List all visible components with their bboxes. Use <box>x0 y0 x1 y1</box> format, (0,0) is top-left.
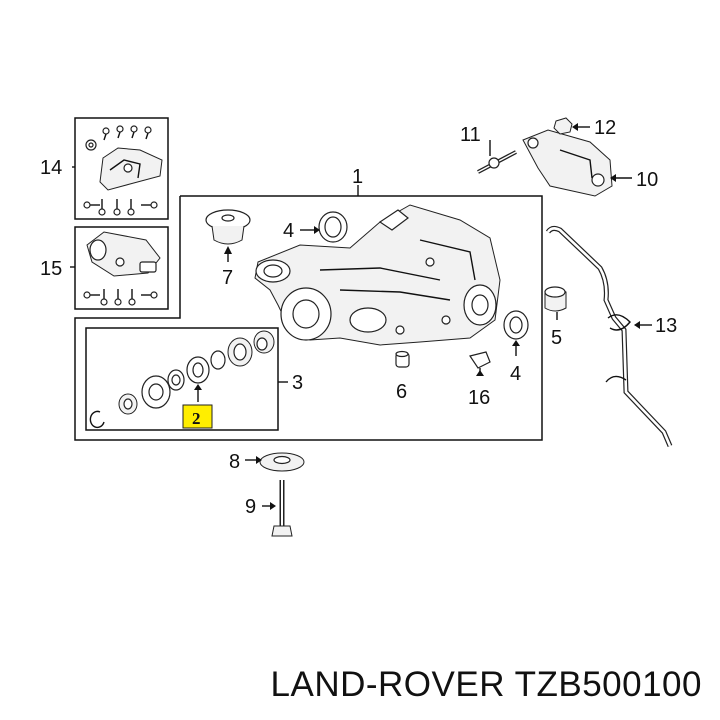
bushing-5: 5 <box>544 286 567 349</box>
stud-11: 11 <box>460 124 517 174</box>
plug-6: 6 <box>395 350 410 403</box>
callout-14: 14 <box>40 157 62 179</box>
bolt-set-15 <box>83 289 158 306</box>
kit-box-14: 14 <box>40 117 169 220</box>
callout-6: 6 <box>396 381 407 403</box>
callout-10: 10 <box>636 169 658 191</box>
callout-4-lower: 4 <box>510 363 521 385</box>
differential-housing <box>254 204 501 346</box>
callout-11: 11 <box>460 124 481 146</box>
callout-7: 7 <box>222 267 233 289</box>
bracket-assembly-10: 10 <box>522 129 658 197</box>
callout-16: 16 <box>468 387 490 409</box>
callout-1: 1 <box>352 166 363 188</box>
callout-13: 13 <box>655 315 677 337</box>
breather-tube-13: 13 <box>545 225 677 447</box>
footer: LAND-ROVER TZB500100 <box>0 655 720 715</box>
highlight-label-2 <box>182 404 213 429</box>
main-assembly-box-1: 1 7 4 <box>74 166 543 441</box>
seal-4-lower: 4 <box>503 310 529 385</box>
nut-12: 12 <box>553 117 616 139</box>
part-number-label: LAND-ROVER TZB500100 <box>270 665 702 704</box>
callout-9: 9 <box>245 496 256 518</box>
seal-4-upper: 4 <box>283 211 348 243</box>
callout-3: 3 <box>292 372 303 394</box>
kit-box-15: 15 <box>40 226 169 310</box>
washer-8: 8 <box>229 451 305 473</box>
callout-4-upper: 4 <box>283 220 294 242</box>
sensor-16: 16 <box>468 351 491 409</box>
callout-2: 2 <box>192 409 201 428</box>
snap-ring <box>89 410 105 429</box>
bolt-set-top-14 <box>85 125 152 151</box>
bolt-9: 9 <box>245 480 293 537</box>
shim <box>210 350 226 370</box>
callout-15: 15 <box>40 258 62 280</box>
bearing-kit-box-3: 3 2 <box>85 327 303 431</box>
actuator-motor <box>86 231 161 277</box>
callout-12: 12 <box>594 117 616 139</box>
bushing-7: 7 <box>205 209 251 289</box>
bolt-set-bottom-14 <box>83 199 158 216</box>
callout-5: 5 <box>551 327 562 349</box>
callout-8: 8 <box>229 451 240 473</box>
